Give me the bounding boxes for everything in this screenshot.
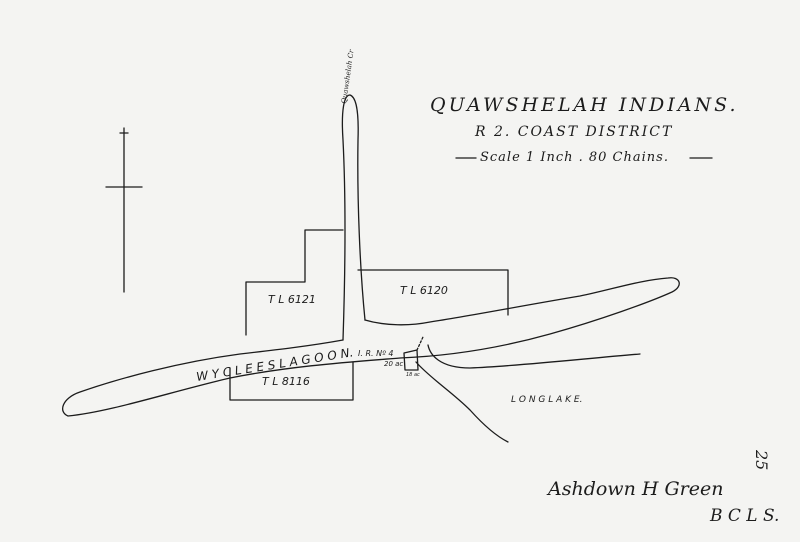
long-lake-shore — [415, 361, 509, 443]
page-number: 25 — [752, 449, 771, 470]
creek-label: Quawshelah Cr — [340, 49, 356, 105]
creek-outline — [341, 94, 366, 341]
lot-tl-6121-label: T L 6121 — [268, 293, 316, 306]
map-title: QUAWSHELAH INDIANS. — [430, 94, 738, 116]
reserve-parcel — [403, 349, 419, 371]
lot-tl-8116 — [229, 361, 354, 401]
scale-label: Scale 1 Inch . 80 Chains. — [480, 150, 669, 165]
reserve-label: I. R. Nº 4 — [358, 349, 393, 358]
reserve-dim-1: 20 ac — [384, 360, 403, 368]
long-lake-label: L O N G L A K E. — [511, 395, 582, 405]
lot-tl-6120-label: T L 6120 — [400, 284, 448, 297]
surveyor-credentials: B C L S. — [709, 506, 779, 526]
lot-tl-6120 — [357, 269, 509, 316]
lot-tl-6121 — [245, 229, 344, 336]
lagoon-inlet — [427, 344, 641, 369]
reserve-dashed-boundary — [416, 336, 424, 351]
lagoon-outline — [62, 277, 680, 417]
north-arrow-icon — [105, 127, 143, 293]
lot-tl-8116-label: T L 8116 — [262, 375, 310, 388]
surveyor-signature: Ashdown H Green — [546, 478, 723, 500]
reserve-dim-2: 18 ac — [406, 372, 420, 378]
district-label: R 2. COAST DISTRICT — [474, 124, 673, 140]
